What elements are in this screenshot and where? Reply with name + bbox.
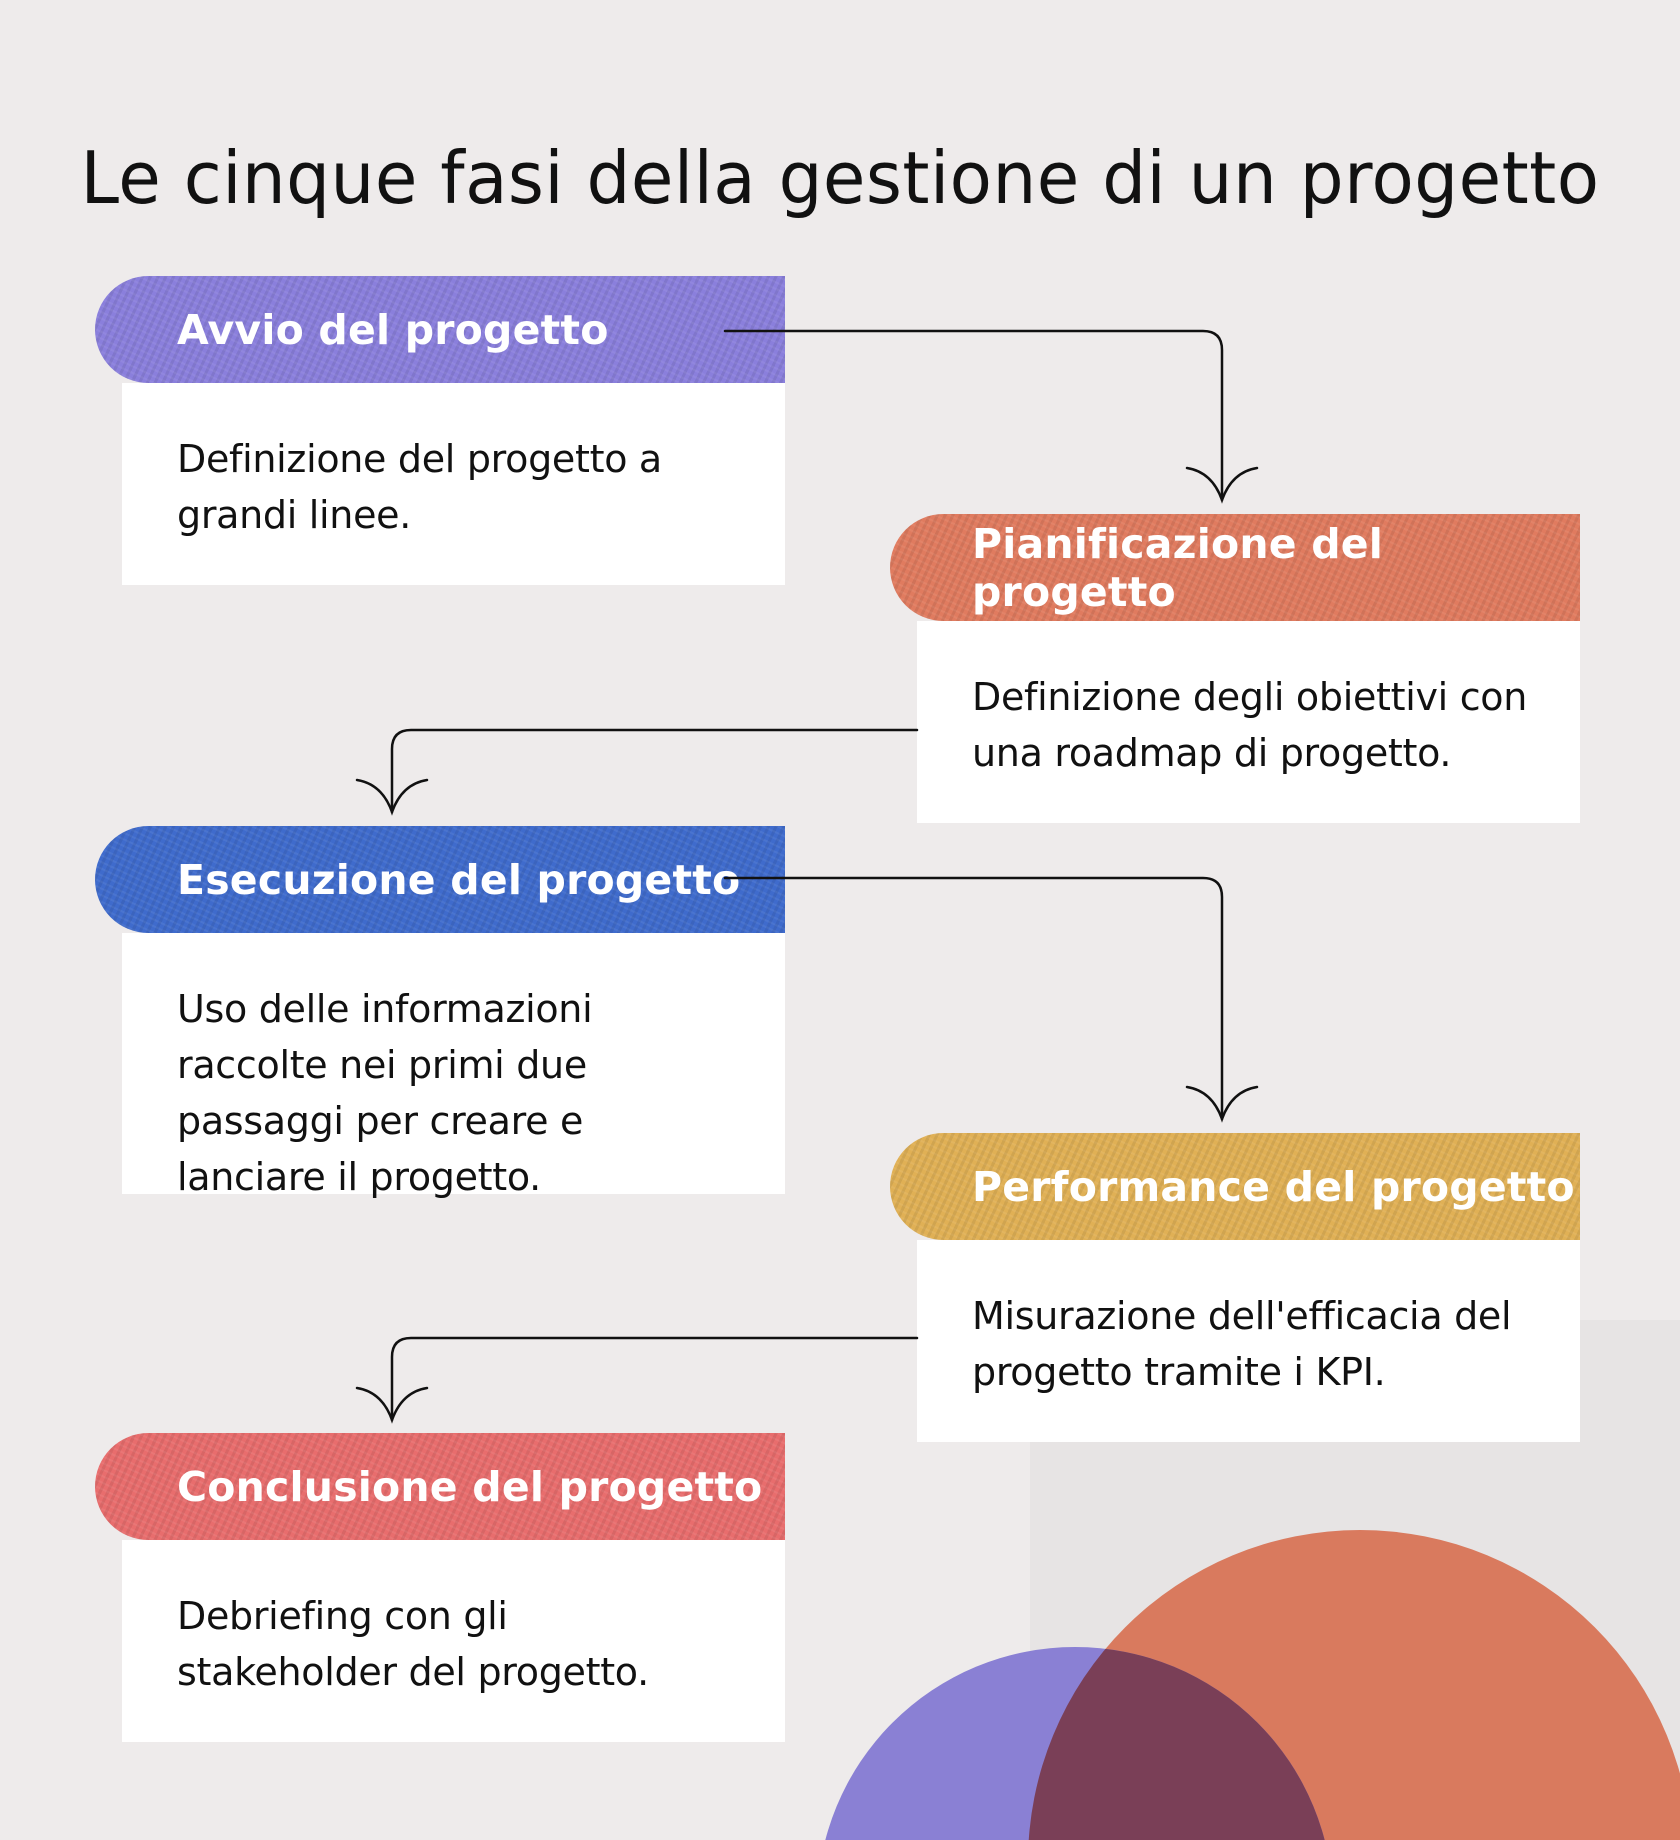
phase-description: Debriefing con gli stakeholder del proge… <box>177 1594 649 1694</box>
phase-card-pianificazione: Pianificazione del progetto Definizione … <box>890 514 1580 823</box>
phase-header: Conclusione del progetto <box>95 1433 785 1540</box>
page-title: Le cinque fasi della gestione di un prog… <box>80 136 1600 221</box>
phase-title: Pianificazione del progetto <box>972 519 1384 616</box>
phase-card-esecuzione: Esecuzione del progetto Uso delle inform… <box>95 826 785 1199</box>
phase-body: Uso delle informazioni raccolte nei prim… <box>122 933 785 1199</box>
phase-body: Definizione degli obiettivi con una road… <box>917 621 1580 823</box>
phase-card-avvio: Avvio del progetto Definizione del proge… <box>95 276 785 585</box>
phase-body: Definizione del progetto a grandi linee. <box>122 383 785 585</box>
phase-title: Performance del progetto <box>972 1162 1575 1211</box>
phase-header: Pianificazione del progetto <box>890 514 1580 621</box>
phase-title: Esecuzione del progetto <box>177 855 741 904</box>
phase-description: Misurazione dell'efficacia del progetto … <box>972 1294 1512 1394</box>
phase-title: Avvio del progetto <box>177 305 609 354</box>
phase-title: Conclusione del progetto <box>177 1462 763 1511</box>
phase-body: Misurazione dell'efficacia del progetto … <box>917 1240 1580 1442</box>
phase-card-conclusione: Conclusione del progetto Debriefing con … <box>95 1433 785 1742</box>
phase-body: Debriefing con gli stakeholder del proge… <box>122 1540 785 1742</box>
phase-card-performance: Performance del progetto Misurazione del… <box>890 1133 1580 1442</box>
phase-description: Uso delle informazioni raccolte nei prim… <box>177 987 593 1199</box>
phase-header: Esecuzione del progetto <box>95 826 785 933</box>
phase-description: Definizione degli obiettivi con una road… <box>972 675 1528 775</box>
phase-description: Definizione del progetto a grandi linee. <box>177 437 662 537</box>
phase-header: Performance del progetto <box>890 1133 1580 1240</box>
phase-header: Avvio del progetto <box>95 276 785 383</box>
